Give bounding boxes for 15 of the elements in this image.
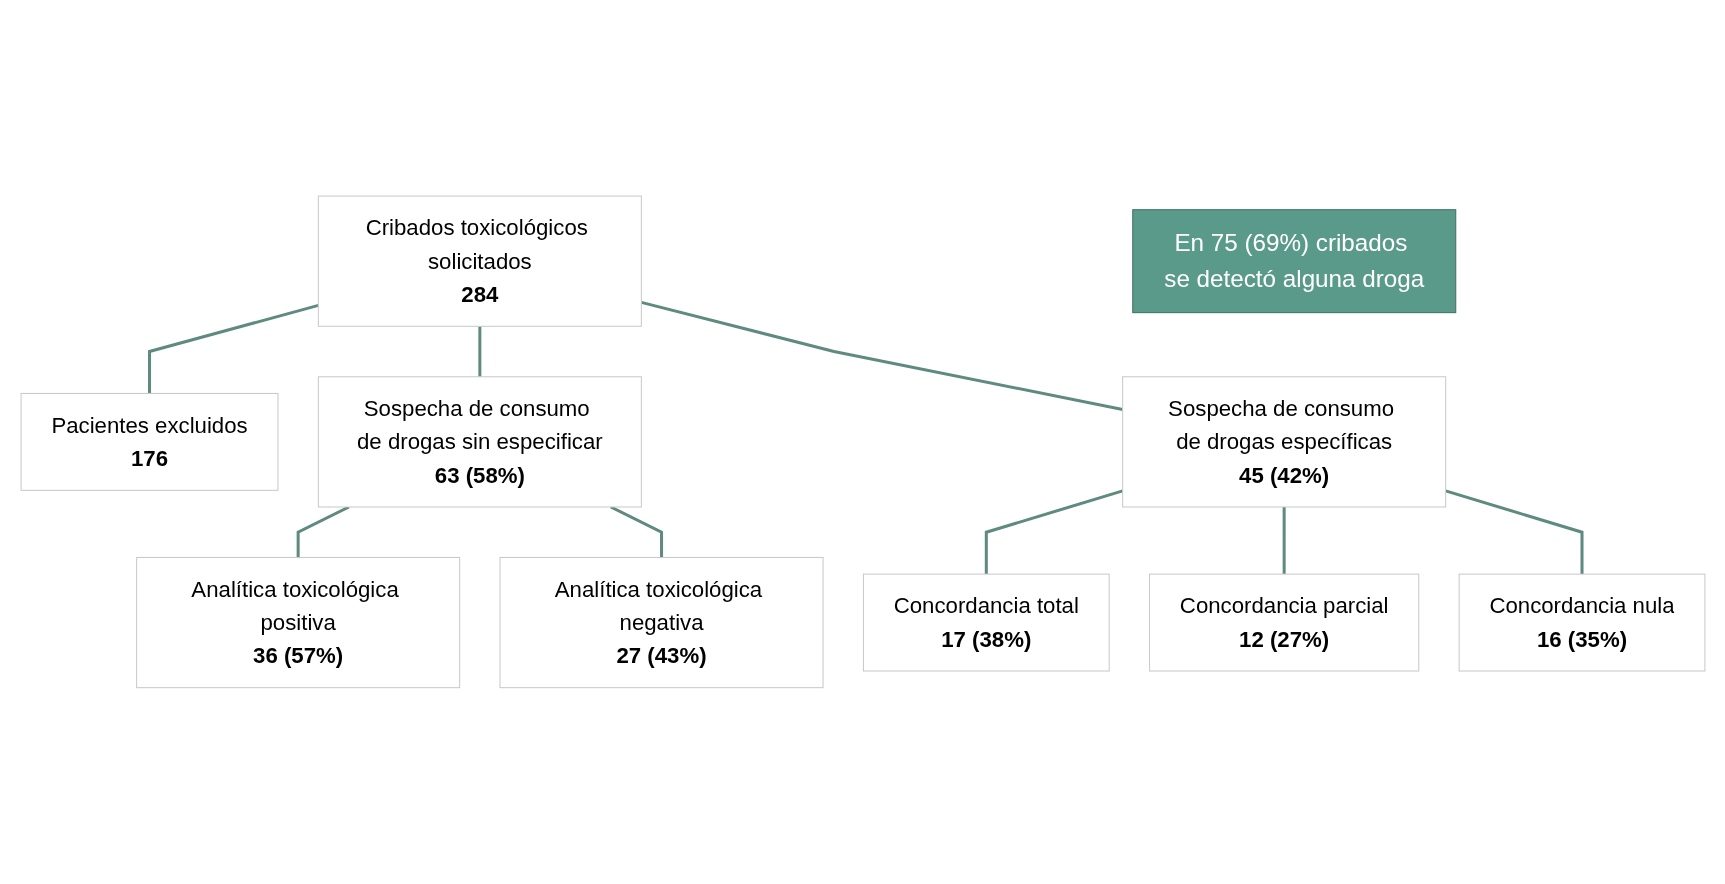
flowchart: Cribados toxicológicos solicitados 284 Pacientes excluidos 176 Sospecha de consumo de drogas sin especificar 63 (58%) Sospecha de consumo de drogas específicas 45 (42%) Analítica toxicológica positiva 36 (57%) Analítica toxicológica negativa 27 (43%) Concordancia total 17 (38%) Concordancia parcial 12 (27%) Concordancia nula 16 (35%) En 75 (69%) cribados se detectó alguna droga (12, 188, 1713, 696)
node-box (1148, 573, 1419, 672)
node-box (862, 573, 1110, 672)
connector (984, 489, 1123, 575)
node-box (317, 376, 642, 508)
node-box (1121, 376, 1446, 508)
node-box (317, 195, 642, 327)
node-box (499, 557, 824, 689)
connector (1282, 507, 1286, 575)
node-box (1458, 573, 1705, 672)
node-box (20, 393, 278, 491)
connector (640, 301, 1123, 412)
connector (477, 326, 481, 377)
node-box (135, 557, 460, 689)
node-box (1131, 209, 1456, 314)
